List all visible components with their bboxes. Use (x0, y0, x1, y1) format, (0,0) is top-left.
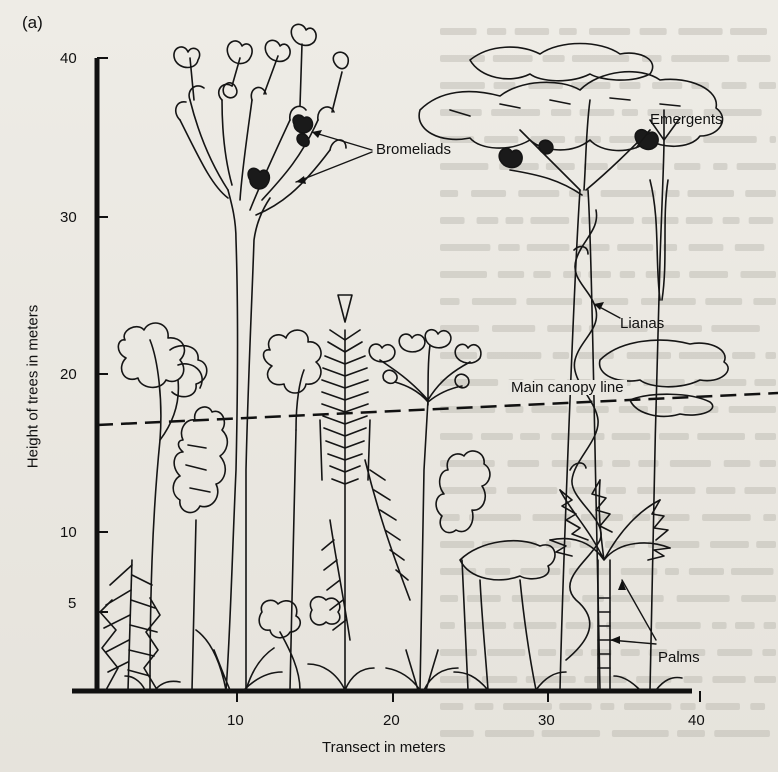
main-canopy-label: Main canopy line (508, 380, 627, 395)
lianas-label: Lianas (620, 316, 664, 331)
emergent-tree (419, 44, 722, 691)
y-tick-10: 10 (60, 525, 77, 540)
y-tick-40: 40 (60, 51, 77, 66)
y-tick-20: 20 (60, 367, 77, 382)
bromeliads-label: Bromeliads (376, 142, 451, 157)
x-tick-30: 30 (538, 713, 555, 728)
y-tick-30: 30 (60, 210, 77, 225)
x-tick-10: 10 (227, 713, 244, 728)
bromeliads-leader-1 (312, 132, 372, 150)
columnar-tree (173, 407, 227, 690)
palms-group (454, 480, 670, 690)
right-columnar-shrub (436, 451, 490, 690)
panel-label: (a) (22, 14, 43, 31)
y-tick-5: 5 (68, 596, 76, 611)
x-axis-label: Transect in meters (322, 740, 446, 755)
y-axis-label: Height of trees in meters (25, 292, 42, 482)
candelabra-tree (369, 330, 481, 690)
right-slender-tree (600, 110, 729, 690)
bromeliads-leader-2 (296, 152, 372, 182)
x-tick-20: 20 (383, 713, 400, 728)
x-tick-40: 40 (688, 713, 705, 728)
tall-bromeliad-tree (174, 24, 348, 690)
mid-bushy-tree (259, 330, 321, 690)
emergents-label: Emergents (650, 112, 723, 127)
palms-label: Palms (658, 650, 700, 665)
